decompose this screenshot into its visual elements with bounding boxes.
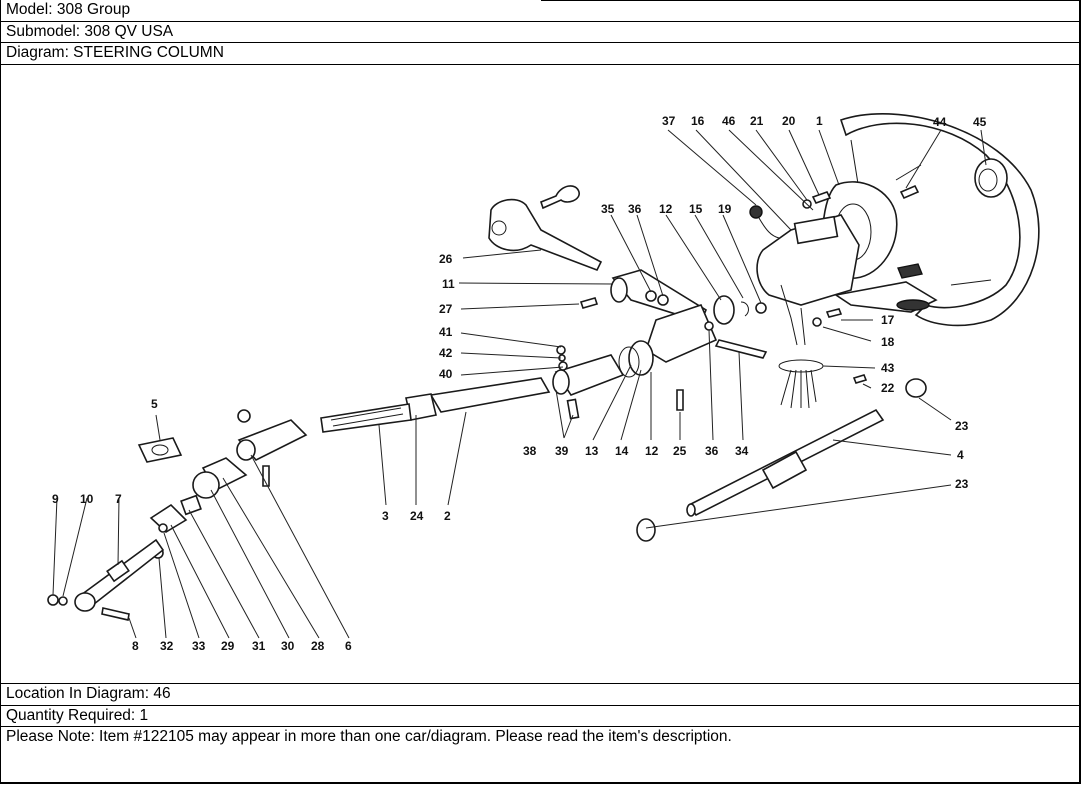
callout-1: 1 (816, 114, 823, 128)
callout-13: 13 (585, 444, 599, 458)
callout-36-lower: 36 (705, 444, 719, 458)
callout-42: 42 (439, 346, 453, 360)
bolt-17 (825, 308, 843, 318)
model-label: Model: 308 Group (6, 1, 131, 18)
washer-18 (812, 317, 822, 327)
callout-3: 3 (382, 509, 389, 523)
callout-38: 38 (523, 444, 537, 458)
callout-37: 37 (662, 114, 676, 128)
callout-29: 29 (221, 639, 235, 653)
callout-21: 21 (750, 114, 764, 128)
diagram-label: Diagram: STEERING COLUMN (6, 44, 224, 61)
callout-15: 15 (689, 202, 703, 216)
diagram-row: Diagram: STEERING COLUMN (0, 43, 1080, 65)
callout-24: 24 (410, 509, 424, 523)
callout-44: 44 (933, 115, 947, 129)
callout-41: 41 (439, 325, 453, 339)
bolt-20 (811, 191, 832, 204)
callout-22: 22 (881, 381, 895, 395)
steering-column-diagram: 37 16 46 21 20 1 44 45 35 36 12 15 19 26… (47, 113, 1040, 653)
callout-10: 10 (80, 492, 94, 506)
bolt-25 (676, 389, 684, 411)
callout-46: 46 (722, 114, 736, 128)
callout-12-lower: 12 (645, 444, 659, 458)
diagram-image: 37 16 46 21 20 1 44 45 35 36 12 15 19 26… (0, 65, 1080, 684)
callout-20: 20 (782, 114, 796, 128)
callout-labels: 37 16 46 21 20 1 44 45 35 36 12 15 19 26… (52, 114, 987, 653)
callout-35: 35 (601, 202, 615, 216)
callout-8: 8 (132, 639, 139, 653)
callout-32: 32 (160, 639, 174, 653)
callout-23-lower: 23 (955, 477, 969, 491)
lower-shaft (47, 538, 165, 621)
location-label: Location In Diagram: 46 (6, 685, 171, 702)
callout-11: 11 (442, 277, 455, 291)
callout-25: 25 (673, 444, 687, 458)
callout-30: 30 (281, 639, 295, 653)
callout-26: 26 (439, 252, 453, 266)
callout-4: 4 (957, 448, 964, 462)
bolt-44 (899, 184, 920, 200)
callout-18: 18 (881, 335, 895, 349)
callout-14: 14 (615, 444, 629, 458)
quantity-row: Quantity Required: 1 (0, 706, 1080, 727)
horn-button (974, 158, 1008, 198)
leader-lines (52, 129, 987, 639)
quantity-label: Quantity Required: 1 (6, 707, 149, 724)
submodel-label: Submodel: 308 QV USA (6, 23, 174, 40)
callout-5: 5 (151, 397, 158, 411)
intermediate-shaft (320, 345, 625, 433)
upper-tube (610, 269, 768, 378)
callout-40: 40 (439, 367, 453, 381)
callout-31: 31 (252, 639, 266, 653)
bolt-27 (579, 297, 599, 309)
callout-7: 7 (115, 492, 122, 506)
steering-shaft (636, 374, 927, 542)
column-housing (749, 205, 938, 346)
callout-6: 6 (345, 639, 352, 653)
callout-2: 2 (444, 509, 451, 523)
callout-43: 43 (881, 361, 895, 375)
top-border (541, 0, 1080, 1)
model-row: Model: 308 Group (0, 0, 1080, 22)
callout-39: 39 (555, 444, 569, 458)
submodel-row: Submodel: 308 QV USA (0, 22, 1080, 43)
wiring-loom (778, 359, 824, 409)
callout-36: 36 (628, 202, 642, 216)
callout-23-upper: 23 (955, 419, 969, 433)
callout-28: 28 (311, 639, 325, 653)
callout-27: 27 (439, 302, 453, 316)
location-row: Location In Diagram: 46 (0, 684, 1080, 706)
callout-45: 45 (973, 115, 987, 129)
lower-u-joint (137, 409, 308, 559)
callout-16: 16 (691, 114, 705, 128)
callout-19: 19 (718, 202, 732, 216)
callout-9: 9 (52, 492, 59, 506)
callout-34: 34 (735, 444, 749, 458)
callout-17: 17 (881, 313, 895, 327)
note-row: Please Note: Item #122105 may appear in … (0, 727, 1080, 784)
callout-12: 12 (659, 202, 673, 216)
callout-33: 33 (192, 639, 206, 653)
ignition-lock (488, 185, 603, 272)
note-text: Please Note: Item #122105 may appear in … (6, 728, 732, 745)
